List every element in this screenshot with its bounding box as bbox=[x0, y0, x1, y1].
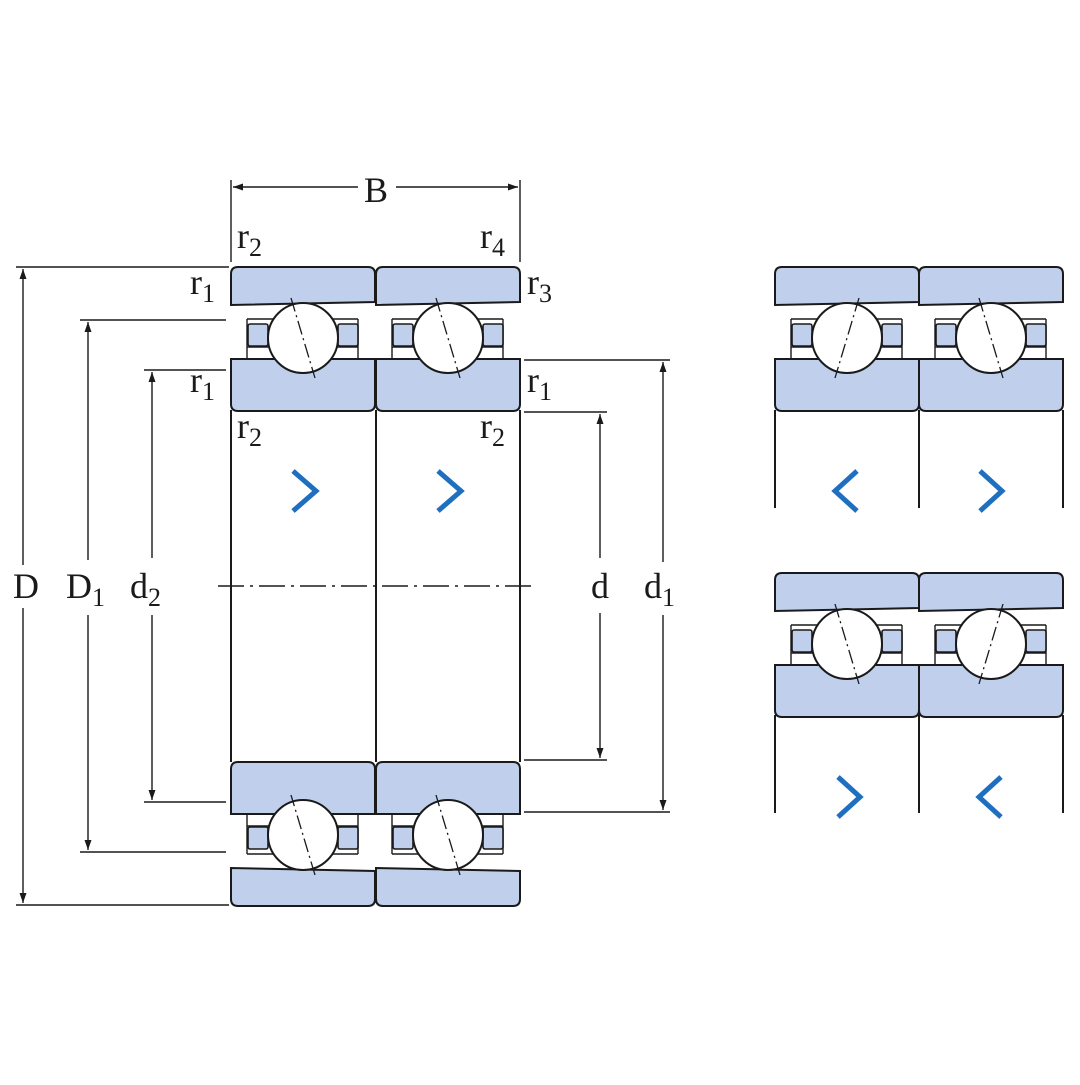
cage-pocket bbox=[791, 323, 813, 347]
chevron-icon bbox=[836, 775, 864, 819]
bearing-section-bottom-right bbox=[375, 761, 521, 907]
cage-pocket bbox=[935, 323, 957, 347]
ball bbox=[412, 799, 484, 871]
label-r1-outer-left: r1 bbox=[190, 262, 215, 308]
arrangement-back-to-back bbox=[774, 266, 1064, 513]
arrangement-face-to-face bbox=[774, 572, 1064, 819]
outer-ring bbox=[375, 266, 521, 307]
label-r3-outer-right: r3 bbox=[527, 262, 552, 308]
dimension-lines bbox=[16, 180, 670, 906]
cage-pocket bbox=[881, 629, 903, 653]
contact-line bbox=[978, 297, 1004, 379]
outer-ring bbox=[918, 266, 1064, 307]
bearing-section-upper-left bbox=[774, 266, 920, 412]
contact-line bbox=[834, 603, 860, 685]
ball bbox=[412, 302, 484, 374]
bearing-section-lower-right bbox=[918, 572, 1064, 718]
bearing-section-bottom-left bbox=[230, 761, 376, 907]
cage-pocket bbox=[337, 323, 359, 347]
inner-ring bbox=[918, 358, 1064, 412]
cage-pocket bbox=[392, 826, 414, 850]
ball bbox=[955, 608, 1027, 680]
inner-ring bbox=[918, 664, 1064, 718]
contact-line bbox=[290, 794, 316, 876]
contact-line bbox=[834, 297, 860, 379]
label-D: D bbox=[13, 566, 39, 606]
outer-ring bbox=[230, 266, 376, 307]
chevron-icon bbox=[436, 469, 465, 513]
outer-ring bbox=[375, 866, 521, 907]
bearing-section-upper-right bbox=[918, 266, 1064, 412]
label-r2-top-left: r2 bbox=[237, 216, 262, 262]
inner-ring bbox=[230, 358, 376, 412]
cage-pocket bbox=[392, 323, 414, 347]
outer-ring bbox=[774, 572, 920, 613]
main-bearing-pair bbox=[218, 266, 535, 907]
dimension-labels: B D D1 d2 d d1 r2 r4 r1 r3 r1 r1 r2 r2 bbox=[13, 170, 675, 612]
bearing-section-top-right bbox=[375, 266, 521, 412]
inner-ring bbox=[375, 761, 521, 815]
ball bbox=[267, 799, 339, 871]
label-r1-inner-left: r1 bbox=[190, 360, 215, 406]
contact-line bbox=[435, 794, 461, 876]
contact-line bbox=[290, 297, 316, 379]
cage-pocket bbox=[935, 629, 957, 653]
chevron-icon bbox=[975, 775, 1003, 819]
chevron-icon bbox=[291, 469, 320, 513]
label-d: d bbox=[591, 566, 609, 606]
label-r4-top-right: r4 bbox=[480, 216, 505, 262]
chevron-icon bbox=[831, 469, 859, 513]
bearing-section-top-left bbox=[230, 266, 376, 412]
inner-ring bbox=[375, 358, 521, 412]
cage-pocket bbox=[337, 826, 359, 850]
inner-ring bbox=[230, 761, 376, 815]
label-d1: d1 bbox=[644, 566, 675, 612]
cage-pocket bbox=[1025, 629, 1047, 653]
ball bbox=[811, 608, 883, 680]
cage-pocket bbox=[482, 323, 504, 347]
cage-pocket bbox=[791, 629, 813, 653]
label-r2-bottom-left: r2 bbox=[237, 406, 262, 452]
chevron-icon bbox=[978, 469, 1006, 513]
outer-ring bbox=[774, 266, 920, 307]
outer-ring bbox=[918, 572, 1064, 613]
ball bbox=[955, 302, 1027, 374]
cage-pocket bbox=[1025, 323, 1047, 347]
outer-ring bbox=[230, 866, 376, 907]
contact-line bbox=[435, 297, 461, 379]
label-d2: d2 bbox=[130, 566, 161, 612]
bearing-section-lower-left bbox=[774, 572, 920, 718]
label-D1: D1 bbox=[66, 566, 105, 612]
cage-pocket bbox=[482, 826, 504, 850]
label-r2-bottom-right: r2 bbox=[480, 406, 505, 452]
contact-line bbox=[978, 603, 1004, 685]
ball bbox=[811, 302, 883, 374]
cage-pocket bbox=[247, 323, 269, 347]
label-B: B bbox=[364, 170, 388, 210]
label-r1-inner-right: r1 bbox=[527, 360, 552, 406]
cage-pocket bbox=[247, 826, 269, 850]
ball bbox=[267, 302, 339, 374]
cage-pocket bbox=[881, 323, 903, 347]
